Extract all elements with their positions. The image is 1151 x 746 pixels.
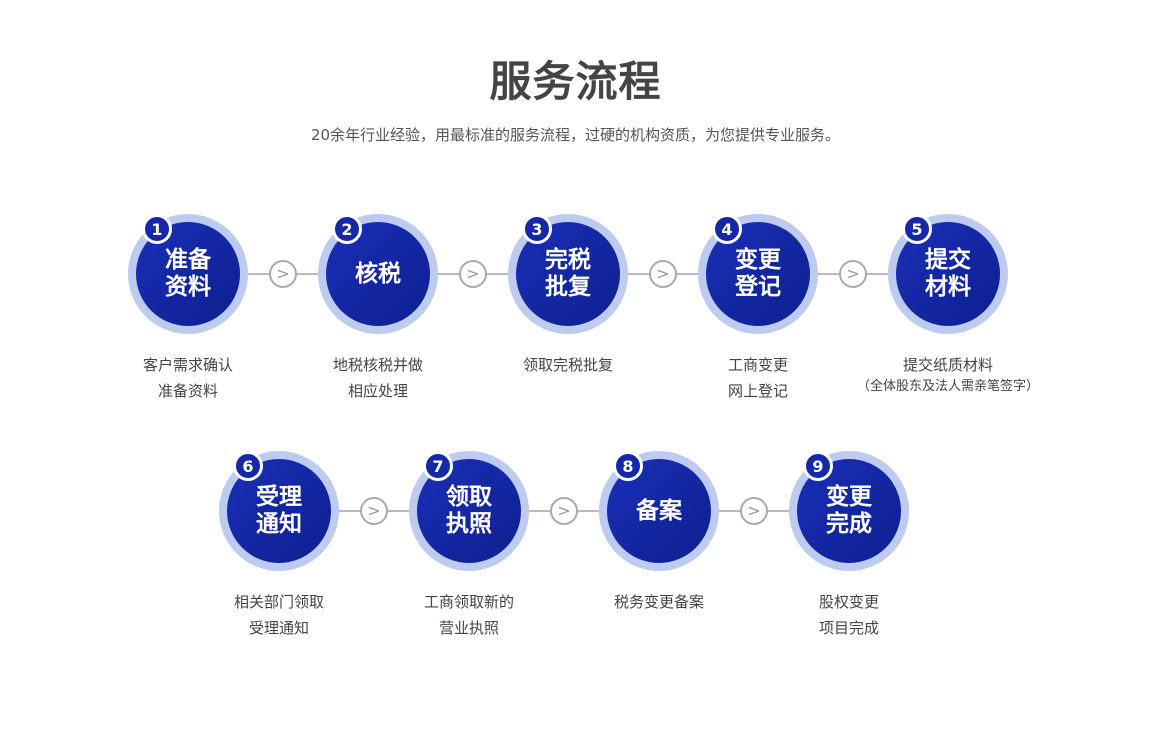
step-number-badge: 9 (803, 451, 833, 481)
step-number-badge: 8 (613, 451, 643, 481)
chevron-right-icon: > (649, 260, 677, 288)
chevron-right-icon: > (740, 497, 768, 525)
step-number-badge: 1 (142, 214, 172, 244)
chevron-right-icon: > (269, 260, 297, 288)
step-description: 工商变更 网上登记 (638, 352, 878, 404)
step-number-badge: 4 (712, 214, 742, 244)
step-desc-text: 相关部门领取 受理通知 (233, 593, 324, 637)
step-number-badge: 3 (522, 214, 552, 244)
connector: > (719, 497, 789, 525)
step-number-badge: 6 (233, 451, 263, 481)
step-description: 股权变更 项目完成 (729, 589, 969, 641)
step-desc-text: 领取完税批复 (522, 356, 613, 374)
connector: > (529, 497, 599, 525)
chevron-right-icon: > (839, 260, 867, 288)
step-desc-text: 客户需求确认 准备资料 (142, 356, 233, 400)
step-name: 变更 登记 (706, 222, 810, 326)
step-description: 领取完税批复 (448, 352, 688, 378)
chevron-right-icon: > (360, 497, 388, 525)
step-description: 工商领取新的 营业执照 (349, 589, 589, 641)
connector: > (628, 260, 698, 288)
step-desc-text: 股权变更 项目完成 (818, 593, 879, 637)
step-number-badge: 2 (332, 214, 362, 244)
page-subtitle: 20余年行业经验，用最标准的服务流程，过硬的机构资质，为您提供专业服务。 (310, 126, 841, 144)
step-desc-text: 工商领取新的 营业执照 (423, 593, 514, 637)
connector: > (438, 260, 508, 288)
step-number-badge: 5 (902, 214, 932, 244)
step-note: （全体股东及法人需亲笔签字） (856, 379, 1039, 394)
step-desc-text: 提交纸质材料 (902, 356, 993, 374)
page-title: 服务流程 (489, 57, 662, 106)
step-description: 相关部门领取 受理通知 (159, 589, 399, 641)
chevron-right-icon: > (459, 260, 487, 288)
step-description: 客户需求确认 准备资料 (68, 352, 308, 404)
chevron-right-icon: > (550, 497, 578, 525)
step-description: 税务变更备案 (539, 589, 779, 615)
connector: > (248, 260, 318, 288)
step-number-badge: 7 (423, 451, 453, 481)
step-description: 提交纸质材料 （全体股东及法人需亲笔签字） (828, 352, 1068, 396)
step-desc-text: 税务变更备案 (613, 593, 704, 611)
connector: > (339, 497, 409, 525)
connector: > (818, 260, 888, 288)
step-desc-text: 地税核税并做 相应处理 (332, 356, 423, 400)
step-desc-text: 工商变更 网上登记 (727, 356, 788, 400)
step-description: 地税核税并做 相应处理 (258, 352, 498, 404)
